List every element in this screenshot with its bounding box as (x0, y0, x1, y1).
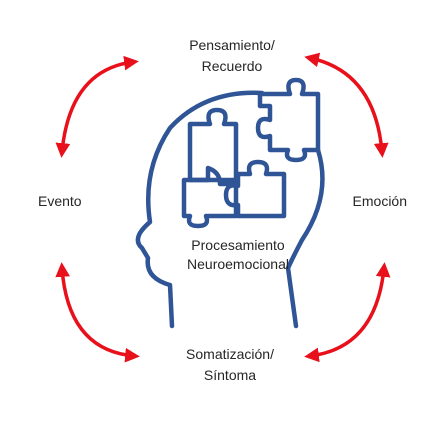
label-emocion: Emoción (353, 193, 407, 209)
label-sintoma: Síntoma (204, 367, 256, 383)
label-procesamiento: Procesamiento (191, 237, 285, 253)
arrow-top-left (55, 55, 139, 158)
label-evento: Evento (38, 193, 82, 209)
puzzle-pieces-icon (181, 77, 321, 229)
arrow-top-right (304, 52, 389, 158)
label-recuerdo: Recuerdo (202, 58, 263, 74)
label-neuroemocional: Neuroemocional (187, 256, 289, 272)
label-pensamiento: Pensamiento/ (189, 37, 275, 53)
label-somatizacion: Somatización/ (186, 346, 274, 362)
arrow-bottom-left (55, 262, 140, 363)
arrow-bottom-right (304, 262, 391, 363)
head-outline-icon (135, 90, 325, 329)
